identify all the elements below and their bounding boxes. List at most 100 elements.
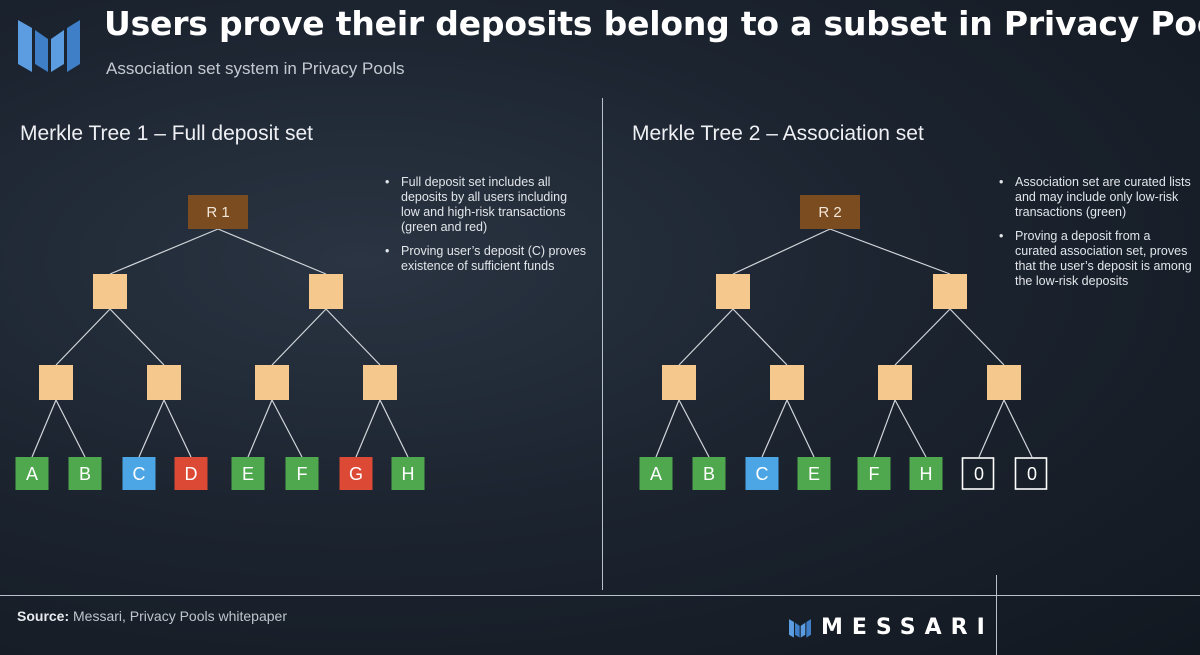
tree2-note: Association set are curated lists and ma… — [997, 175, 1193, 220]
leaf-node-label: H — [402, 464, 415, 484]
leaf-node-red — [339, 457, 373, 490]
root-node — [800, 195, 860, 229]
tree-edge — [678, 308, 734, 366]
tree-edge — [873, 399, 896, 458]
source-note: Source: Messari, Privacy Pools whitepape… — [17, 608, 287, 624]
tree-edge — [325, 308, 381, 366]
internal-node — [987, 365, 1021, 400]
tree-edge — [894, 399, 927, 458]
tree-edge — [829, 228, 951, 275]
leaf-node-label: A — [26, 464, 38, 484]
leaf-node-label: H — [920, 464, 933, 484]
internal-node — [147, 365, 181, 400]
tree-edge — [55, 308, 111, 366]
tree-edge — [761, 399, 788, 458]
tree-edge — [109, 308, 165, 366]
internal-node — [363, 365, 397, 400]
tree2-notes: Association set are curated lists and ma… — [997, 175, 1193, 298]
leaf-node-green — [909, 457, 943, 490]
root-node — [188, 195, 248, 229]
leaf-node-label: 0 — [974, 464, 984, 484]
leaf-node-empty — [961, 457, 995, 490]
tree-edge — [949, 308, 1005, 366]
tree-edge — [271, 308, 327, 366]
tree1-heading: Merkle Tree 1 – Full deposit set — [20, 122, 313, 145]
leaf-node-label: C — [756, 464, 769, 484]
center-divider — [602, 98, 603, 590]
brand-wordmark: MESSARI — [821, 615, 994, 640]
internal-node — [93, 274, 127, 309]
tree-edge — [1003, 399, 1033, 458]
leaf-node-label: G — [349, 464, 363, 484]
leaf-node-blue — [745, 457, 779, 490]
leaf-node-green — [391, 457, 425, 490]
tree-edge — [732, 228, 831, 275]
tree1-notes: Full deposit set includes all deposits b… — [383, 175, 588, 283]
tree1-note: Proving user’s deposit (C) proves existe… — [383, 244, 588, 274]
leaf-node-blue — [122, 457, 156, 490]
leaf-node-green — [68, 457, 102, 490]
tree-edge — [138, 399, 165, 458]
root-node-label: R 2 — [818, 204, 841, 221]
messari-mark-icon — [789, 618, 811, 638]
tree-edge — [732, 308, 788, 366]
leaf-node-green — [639, 457, 673, 490]
merkle-tree-2-diagram: R 2 A B C E F H 0 0 — [639, 195, 1048, 490]
tree-connectors — [655, 228, 1033, 458]
leaf-node-label: C — [133, 464, 146, 484]
leaf-node-label: D — [185, 464, 198, 484]
leaf-node-label: F — [869, 464, 880, 484]
tree-edge — [786, 399, 815, 458]
page-title: Users prove their deposits belong to a s… — [104, 4, 1200, 43]
tree-edge — [655, 399, 680, 458]
root-node-label: R 1 — [206, 204, 229, 221]
leaf-node-label: B — [79, 464, 91, 484]
internal-node — [39, 365, 73, 400]
tree2-note: Proving a deposit from a curated associa… — [997, 229, 1193, 289]
leaf-node-green — [797, 457, 831, 490]
source-label: Source: — [17, 608, 70, 624]
internal-node — [878, 365, 912, 400]
tree-edge — [31, 399, 57, 458]
tree-edge — [379, 399, 409, 458]
tree-edge — [271, 399, 303, 458]
tree-edge — [55, 399, 86, 458]
leaf-node-label: E — [242, 464, 254, 484]
tree-edge — [217, 228, 327, 275]
merkle-tree-1-diagram: R 1 A B C D E F G H — [15, 195, 425, 490]
leaf-node-red — [174, 457, 208, 490]
tree-edge — [894, 308, 951, 366]
tree-edge — [355, 399, 381, 458]
leaf-node-label: E — [808, 464, 820, 484]
internal-node — [716, 274, 750, 309]
leaf-node-green — [692, 457, 726, 490]
internal-node — [309, 274, 343, 309]
footer-brand-divider — [996, 575, 997, 655]
leaf-node-label: B — [703, 464, 715, 484]
leaf-node-green — [285, 457, 319, 490]
tree-edge — [163, 399, 192, 458]
internal-node — [255, 365, 289, 400]
footer-divider — [0, 595, 1200, 596]
tree-edge — [678, 399, 710, 458]
tree2-heading: Merkle Tree 2 – Association set — [632, 122, 924, 145]
brand-logo: MESSARI — [788, 615, 994, 640]
internal-node — [933, 274, 967, 309]
tree-edge — [109, 228, 219, 275]
leaf-node-label: A — [650, 464, 662, 484]
leaf-node-label: F — [297, 464, 308, 484]
leaf-node-empty — [1014, 457, 1048, 490]
leaf-node-green — [15, 457, 49, 490]
messari-logo-icon — [18, 20, 80, 72]
tree-edge — [978, 399, 1005, 458]
leaf-node-label: 0 — [1027, 464, 1037, 484]
page-subtitle: Association set system in Privacy Pools — [106, 59, 405, 78]
tree-connectors — [31, 228, 409, 458]
tree1-note: Full deposit set includes all deposits b… — [383, 175, 588, 235]
leaf-node-green — [857, 457, 891, 490]
leaf-node-green — [231, 457, 265, 490]
internal-node — [770, 365, 804, 400]
source-text: Messari, Privacy Pools whitepaper — [73, 608, 287, 624]
internal-node — [662, 365, 696, 400]
tree-edge — [247, 399, 273, 458]
